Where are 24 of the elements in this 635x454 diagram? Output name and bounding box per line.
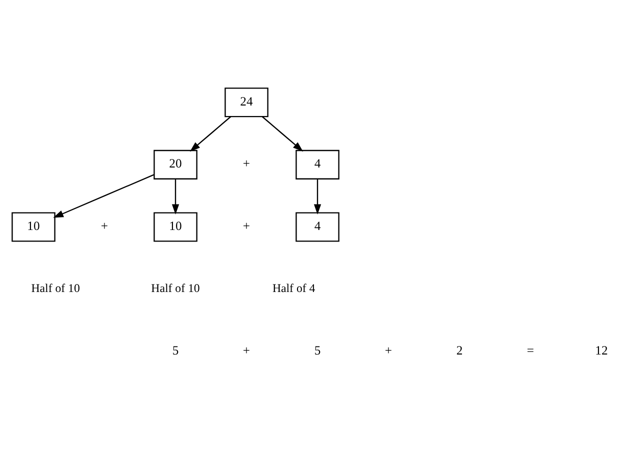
arrow	[314, 178, 322, 215]
node-box: 4	[296, 150, 340, 180]
node-box: 10	[12, 212, 56, 242]
node-label: Half of 10	[31, 281, 80, 296]
arrow	[262, 116, 304, 152]
label: +	[384, 344, 392, 358]
node-label: Half of 10	[151, 281, 200, 296]
arrow	[53, 174, 154, 218]
label: 2	[456, 344, 463, 358]
arrow	[172, 178, 180, 215]
label: +	[242, 344, 250, 358]
node-label: Half of 4	[272, 281, 316, 296]
node-box: 10	[154, 212, 198, 242]
label: 5	[172, 344, 179, 358]
node-box: 24	[224, 88, 268, 118]
label: +	[242, 219, 250, 233]
label: =	[526, 344, 534, 358]
node-box: 4	[296, 212, 340, 242]
label: +	[242, 156, 250, 171]
label: 12	[595, 344, 608, 358]
label: +	[100, 219, 108, 233]
label: 5	[314, 344, 321, 358]
arrow	[190, 116, 232, 152]
node-box: 20	[154, 150, 198, 180]
